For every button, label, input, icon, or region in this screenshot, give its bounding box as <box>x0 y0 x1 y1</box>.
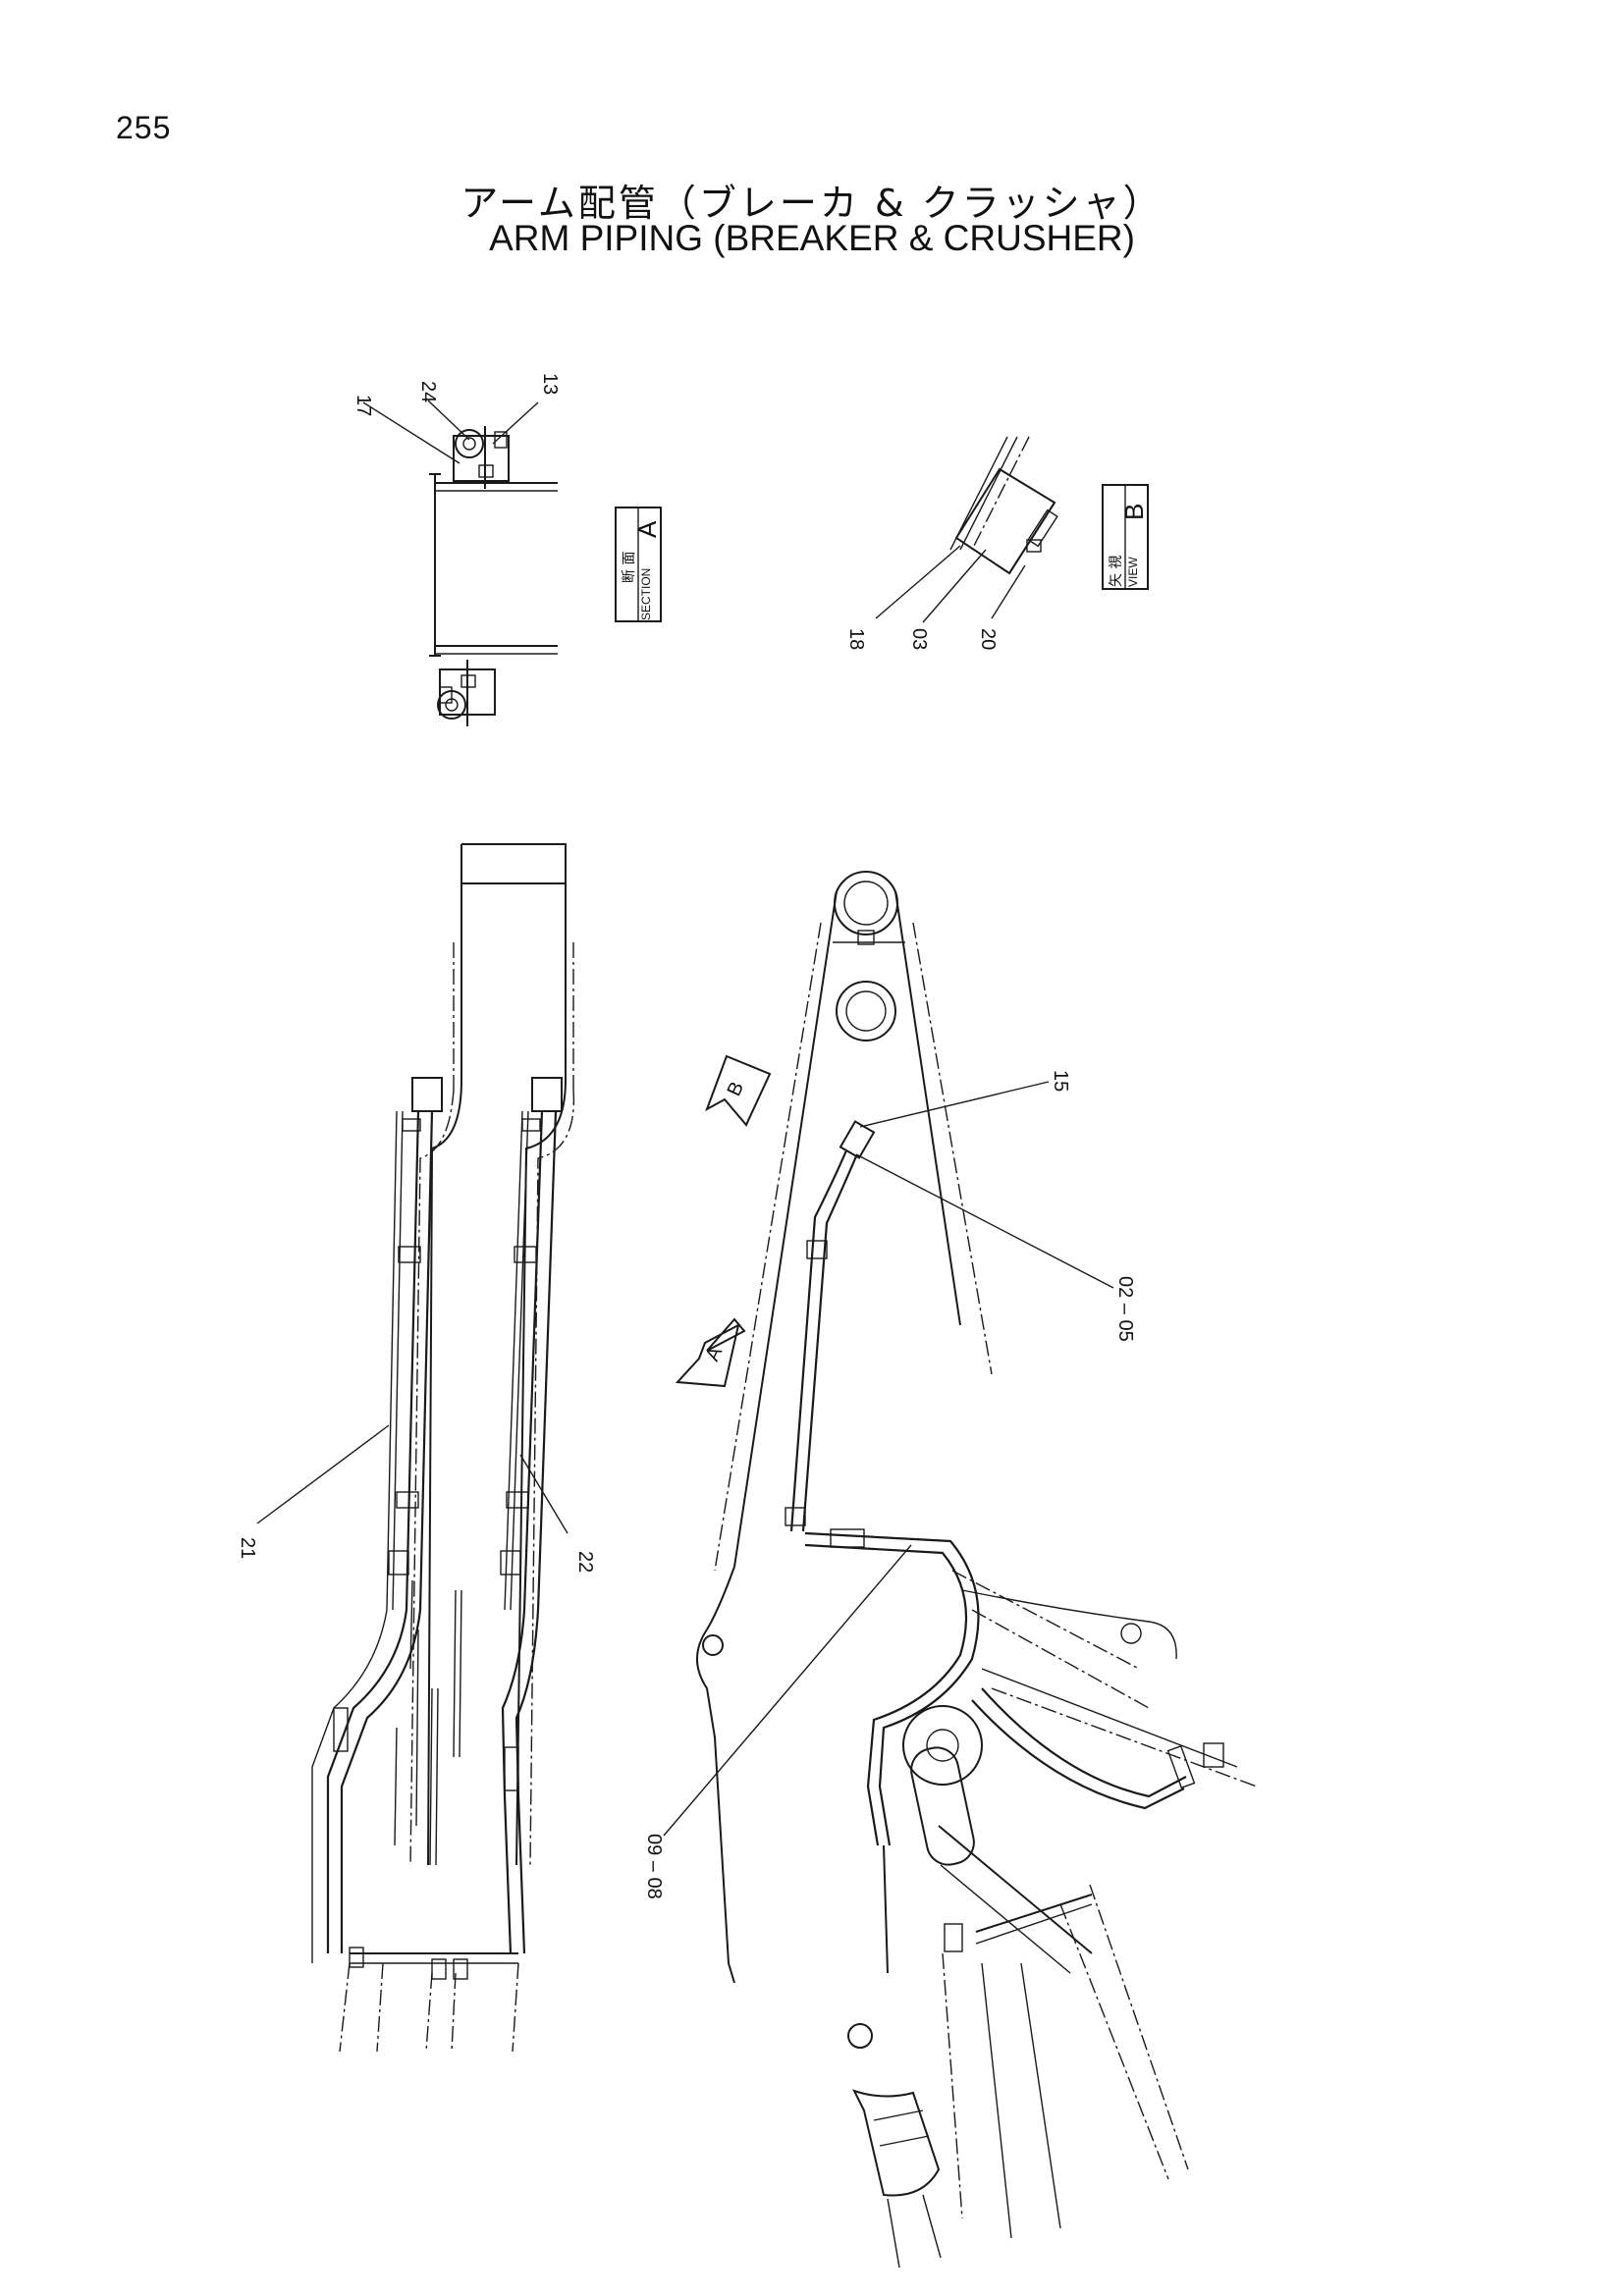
section-box-jp: 断 面 <box>622 552 637 583</box>
page-title-japanese: アーム配管（ブレーカ & クラッシャ） <box>460 182 1164 225</box>
view-b-box: 矢 視 VIEW B <box>1102 484 1149 590</box>
section-a-detail: 17 24 13 断 面 SECTION A <box>352 373 662 726</box>
arm-side-view: B A 15 02 – 05 09 – 08 <box>643 871 1258 2269</box>
view-box-jp: 矢 視 <box>1109 556 1124 587</box>
part-label-20: 20 <box>977 628 999 650</box>
section-box-letter: A <box>632 520 662 538</box>
part-label-24: 24 <box>417 381 439 402</box>
section-box-en: SECTION <box>639 568 653 620</box>
section-a-box: 断 面 SECTION A <box>615 507 662 622</box>
view-arrow-a: A <box>675 1317 746 1388</box>
page-number: 255 <box>116 110 172 145</box>
part-label-15: 15 <box>1050 1070 1071 1092</box>
part-label-21: 21 <box>237 1537 258 1559</box>
part-label-03: 03 <box>908 628 930 650</box>
part-label-02-05: 02 – 05 <box>1114 1276 1136 1342</box>
part-label-17: 17 <box>352 395 374 416</box>
part-label-13: 13 <box>539 373 561 395</box>
part-label-09-08: 09 – 08 <box>643 1834 665 1899</box>
view-box-letter: B <box>1119 504 1149 520</box>
arm-top-view: 21 22 <box>237 843 596 2053</box>
view-arrow-b-letter: B <box>724 1079 749 1099</box>
part-label-22: 22 <box>574 1551 596 1573</box>
view-b-detail: 18 03 20 矢 視 VIEW B <box>845 436 1149 650</box>
view-box-en: VIEW <box>1126 557 1140 587</box>
part-label-18: 18 <box>845 628 867 650</box>
page-title-english: ARM PIPING (BREAKER & CRUSHER) <box>489 218 1135 258</box>
view-arrow-b: B <box>705 1054 772 1127</box>
